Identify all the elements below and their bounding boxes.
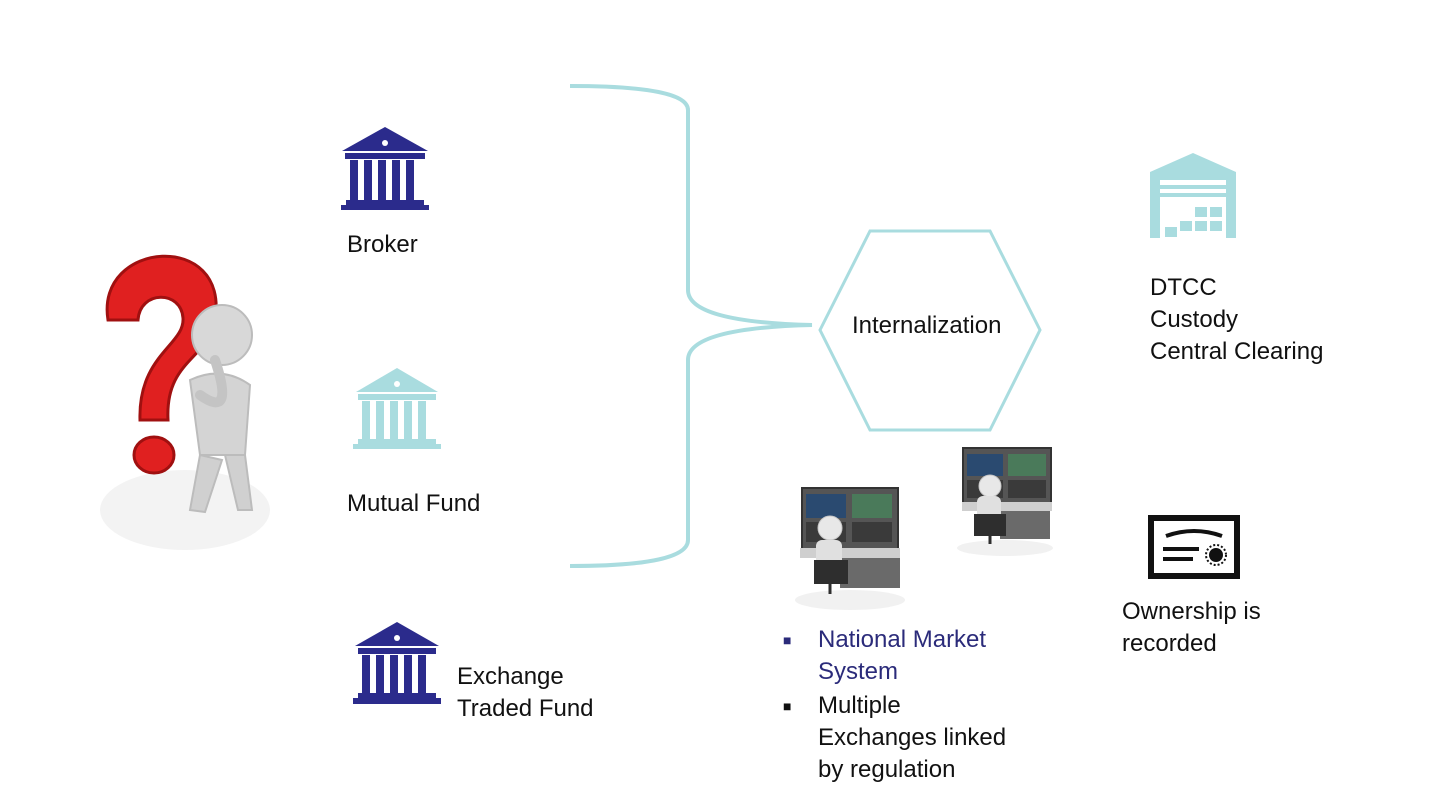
trader-workstation-icon [957, 447, 1053, 556]
certificate-icon [1148, 515, 1240, 579]
etf-label: Exchange Traded Fund [457, 661, 594, 725]
bank-icon [353, 368, 441, 449]
etf-label-line1: Exchange [457, 663, 564, 690]
dtcc-label-line1: DTCC [1150, 274, 1217, 301]
bullet-text-line: Exchanges linked [818, 724, 1007, 751]
warehouse-icon [1150, 153, 1236, 238]
ownership-label-line2: recorded [1122, 630, 1217, 657]
bullet-text-line: Multiple [818, 692, 901, 719]
bullet-text-line: by regulation [818, 756, 956, 783]
dtcc-label: DTCC Custody Central Clearing [1150, 272, 1323, 368]
trader-workstation-icon [795, 487, 905, 610]
dtcc-label-line2: Custody [1150, 306, 1239, 333]
thinking-person-icon [100, 254, 270, 550]
curly-brace [569, 84, 813, 568]
bank-icon [341, 127, 429, 210]
internalization-hexagon [818, 229, 1042, 432]
market-system-bullets: ■ National Market System ■ Multiple Exch… [783, 624, 1083, 788]
ownership-label: Ownership is recorded [1122, 596, 1261, 660]
bullet-square-icon: ■ [783, 632, 792, 648]
bank-icon [353, 622, 441, 704]
bullet-text-line: National Market [818, 626, 987, 653]
bullet-square-icon: ■ [783, 698, 792, 714]
etf-label-line2: Traded Fund [457, 695, 594, 722]
broker-label: Broker [347, 231, 418, 258]
mutual-fund-label: Mutual Fund [347, 490, 481, 517]
bullet-multiple-exchanges: ■ Multiple Exchanges linked by regulatio… [783, 690, 1083, 786]
bullet-national-market-system: ■ National Market System [783, 624, 1083, 688]
internalization-label: Internalization [852, 312, 1002, 339]
dtcc-label-line3: Central Clearing [1150, 338, 1324, 365]
ownership-label-line1: Ownership is [1122, 598, 1261, 625]
bullet-text-line: System [818, 658, 899, 685]
